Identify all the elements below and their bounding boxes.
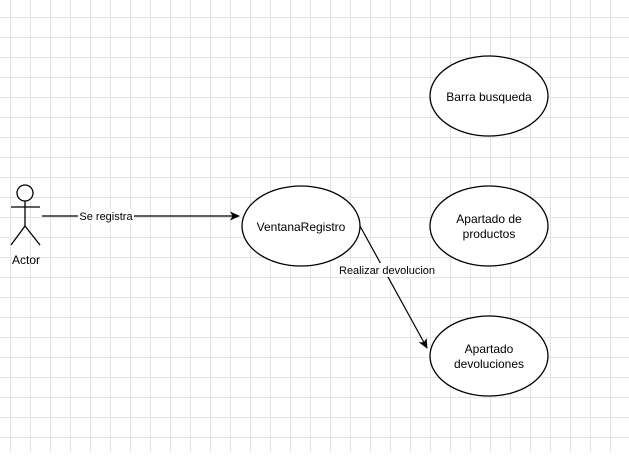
edge-label-background	[338, 263, 436, 277]
use-case-ellipse	[241, 185, 361, 267]
use-case-apartado-productos[interactable]: Apartado de productos	[429, 185, 549, 267]
use-case-ellipse	[429, 315, 549, 397]
edge-label-realizar-devolucion: Realizar devolucion	[339, 265, 435, 277]
use-case-ellipse	[429, 185, 549, 267]
use-case-ellipse	[429, 55, 549, 137]
actor-left-leg	[10, 225, 26, 246]
use-case-label: VentanaRegistro	[257, 220, 346, 234]
use-case-label: Barra busqueda	[446, 90, 532, 104]
use-case-label-line-2: productos	[463, 227, 516, 241]
actor-figure[interactable]	[10, 184, 41, 246]
use-case-label-line-1: Apartado	[465, 342, 514, 356]
actor-head	[16, 184, 34, 202]
edge-label-se-registra: Se registra	[79, 211, 133, 223]
actor-label: Actor	[12, 253, 40, 267]
edge-realizar-devolucion[interactable]	[359, 225, 428, 349]
use-case-ventana-registro[interactable]: VentanaRegistro	[241, 185, 361, 267]
use-case-apartado-devoluciones[interactable]: Apartado devoluciones	[429, 315, 549, 397]
actor-right-leg	[24, 225, 41, 246]
use-case-label-line-2: devoluciones	[454, 357, 524, 371]
use-case-barra-busqueda[interactable]: Barra busqueda	[429, 55, 549, 137]
edge-label-background	[78, 209, 134, 223]
use-case-label-line-1: Apartado de	[456, 212, 522, 226]
